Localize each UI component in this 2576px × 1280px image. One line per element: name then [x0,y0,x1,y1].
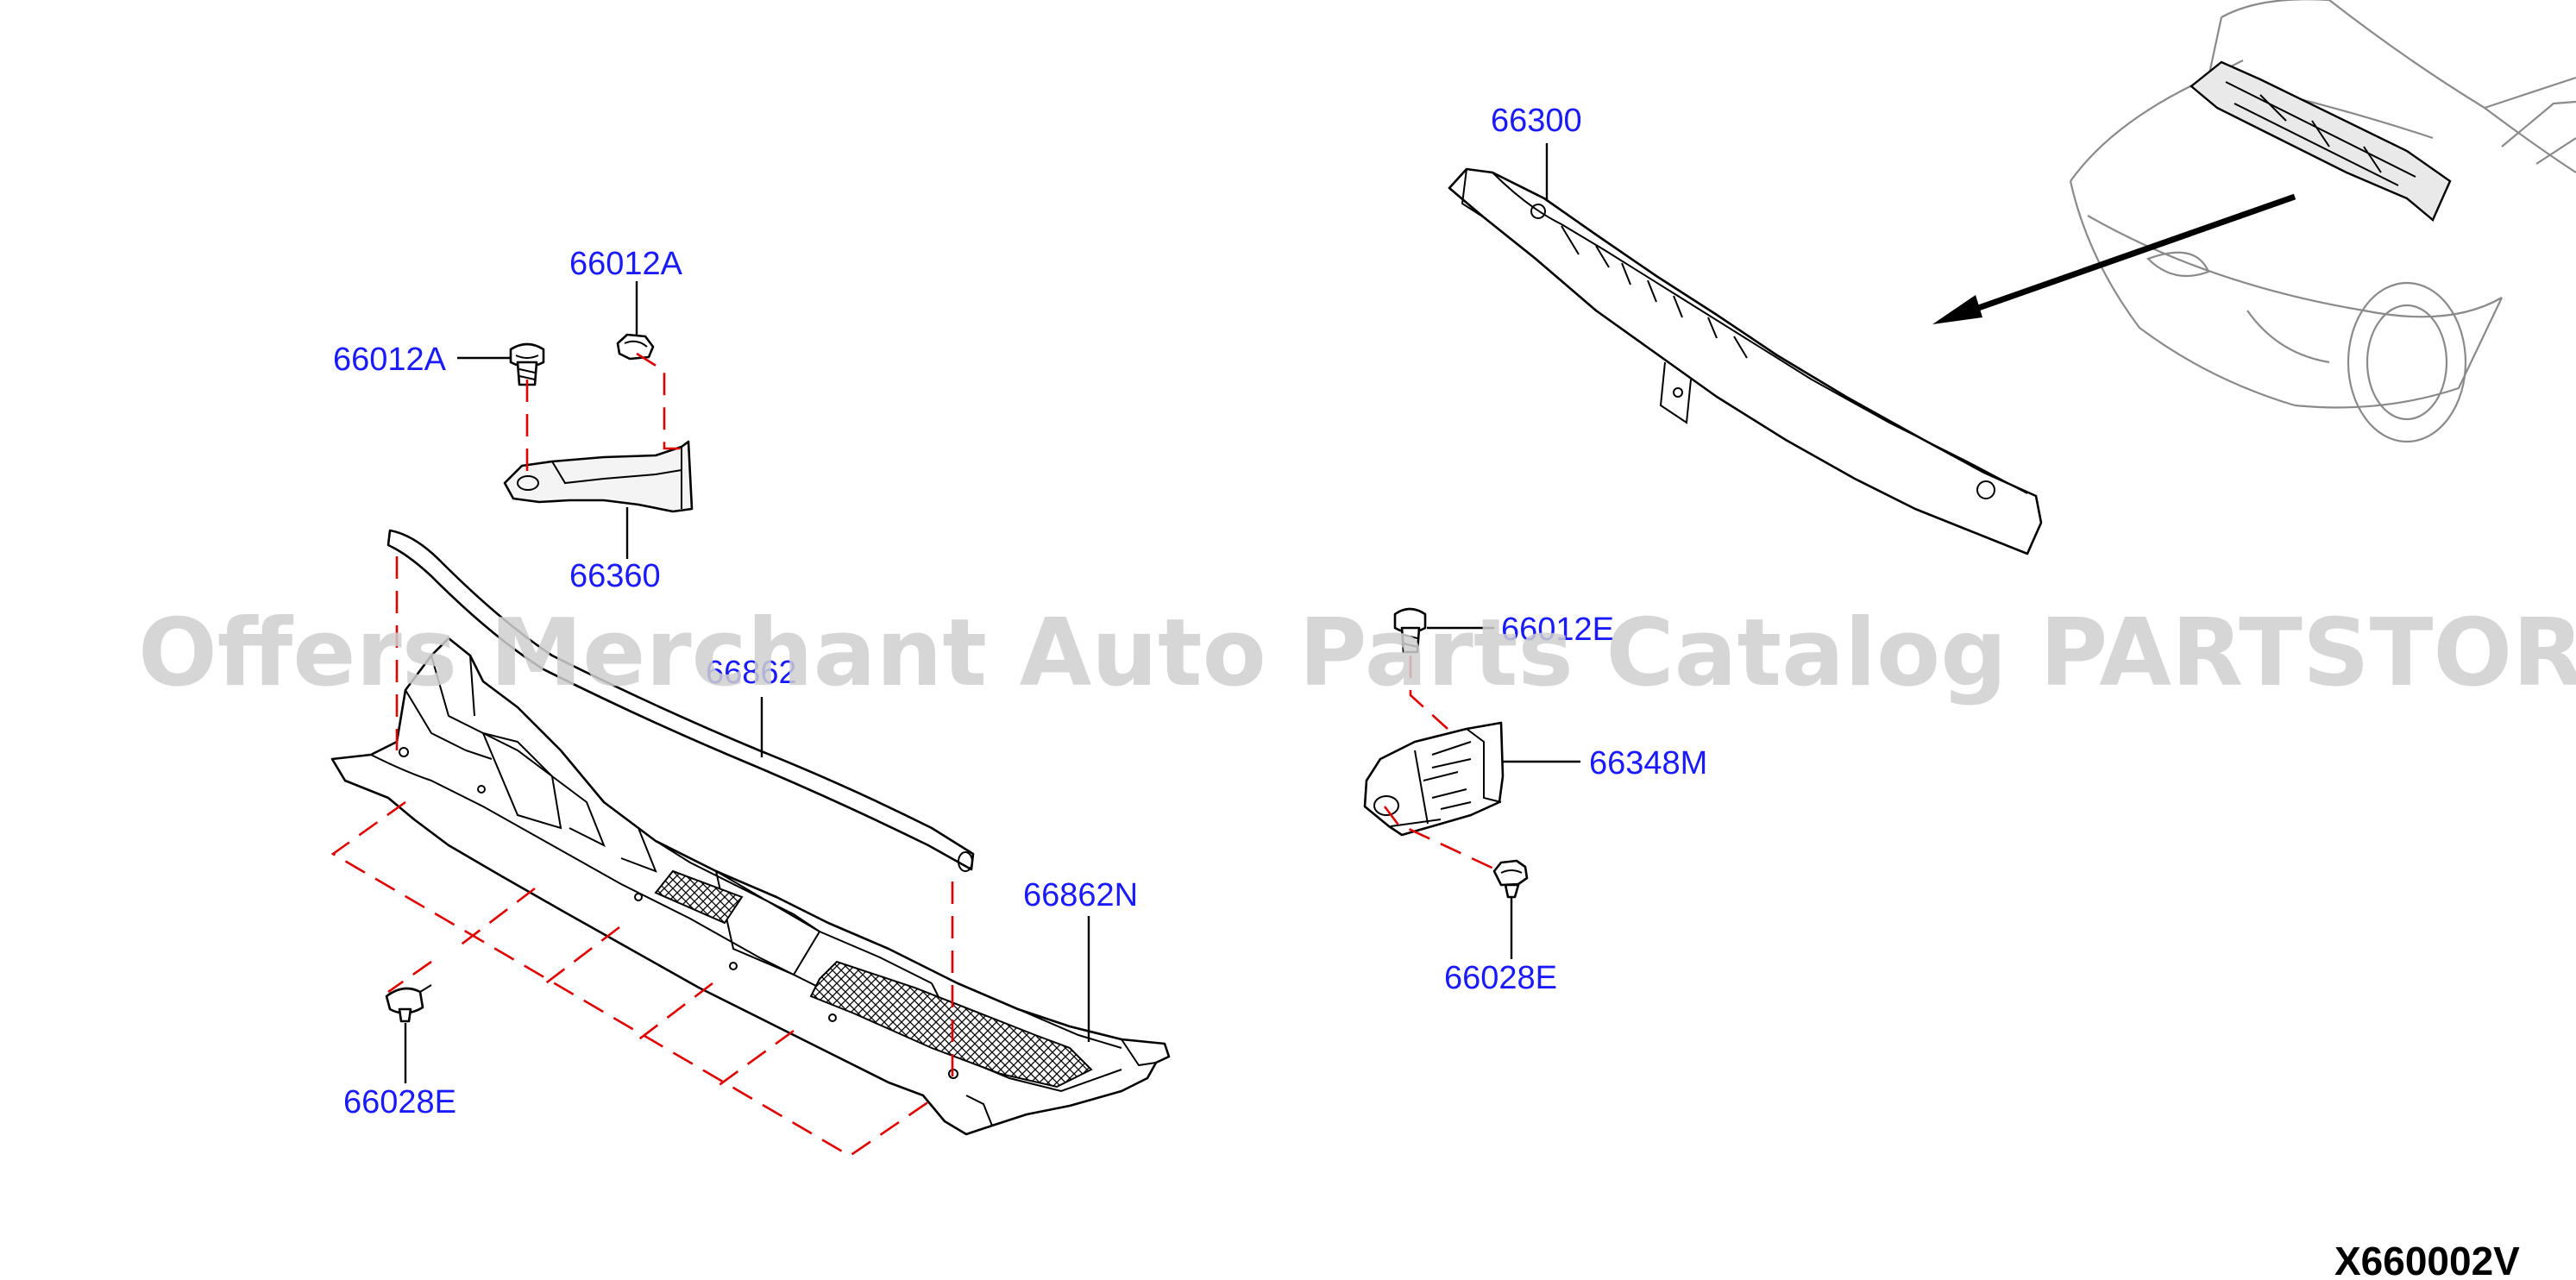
cowl-on-vehicle [2190,60,2452,222]
vehicle-overview-sketch [1932,0,2576,443]
part-66300-cowl-top-extension[interactable] [1448,167,2043,555]
diagram-code: X660002V [2334,1239,2520,1280]
part-66012A-clip[interactable] [616,333,655,361]
label-66300[interactable]: 66300 [1491,103,1582,139]
label-66862N[interactable]: 66862N [1023,877,1138,913]
label-66028E-right[interactable]: 66028E [1444,960,1557,996]
location-arrow-icon [1932,193,2296,324]
part-66862-seal[interactable] [386,529,975,872]
part-66862N-cowl-top[interactable] [330,637,1171,1136]
watermark-text: Offers Merchant Auto Parts Catalog PARTS… [138,599,2576,707]
label-66862[interactable]: 66862 [706,655,797,691]
part-66360-bracket[interactable] [503,440,694,513]
part-66348M-bracket[interactable] [1363,721,1505,837]
part-66012A-bolt[interactable] [509,342,545,386]
label-66360[interactable]: 66360 [569,558,661,594]
part-66028E-clip-right[interactable] [1492,859,1529,899]
label-66012E[interactable]: 66012E [1501,612,1614,648]
connector-lines-bracket [525,352,686,483]
label-66012A-top[interactable]: 66012A [569,246,683,282]
part-66012E-bolt[interactable] [1393,607,1427,654]
connector-lines-bracket-right [1383,656,1500,873]
label-66012A-left[interactable]: 66012A [333,342,447,378]
part-66028E-clip-left[interactable] [385,984,432,1023]
connector-lines-cowl [330,556,954,1158]
label-66348M[interactable]: 66348M [1589,745,1707,781]
label-66028E-left[interactable]: 66028E [343,1084,456,1120]
